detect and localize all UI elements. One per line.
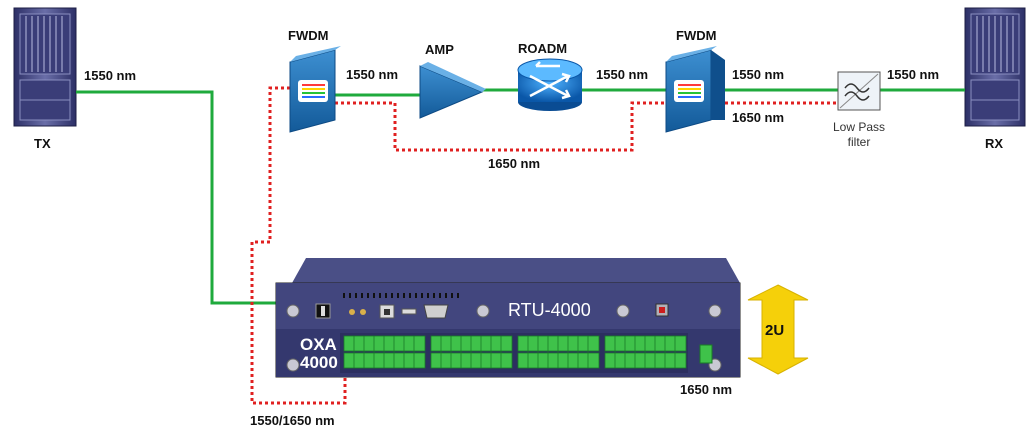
label-fwdm-left-1550: 1550 nm [346, 67, 399, 82]
label-rtu-1650: 1650 nm [680, 382, 733, 397]
label-combined-1550-1650: 1550/1650 nm [250, 413, 335, 428]
label-oxa-line2: 4000 [300, 353, 338, 372]
label-fwdm-left: FWDM [288, 28, 329, 43]
low-pass-filter-icon [837, 71, 881, 111]
label-tx: TX [34, 136, 51, 151]
label-oxa-line1: OXA [300, 335, 337, 354]
label-rx: RX [985, 136, 1004, 151]
label-fwdm-right-1550: 1550 nm [732, 67, 785, 82]
label-roadm: ROADM [518, 41, 568, 56]
label-rx-1550: 1550 nm [887, 67, 940, 82]
amplifier-icon [419, 62, 486, 119]
roadm-icon [517, 58, 583, 111]
label-lpf-line2: filter [847, 135, 871, 149]
label-amp: AMP [425, 42, 454, 57]
label-tx-1550: 1550 nm [84, 68, 137, 83]
label-rtu-4000: RTU-4000 [508, 300, 591, 320]
tx-rack-icon [13, 7, 77, 127]
fwdm-left-icon [289, 46, 341, 133]
label-2u: 2U [765, 322, 785, 339]
label-fwdm-right-1650: 1650 nm [732, 110, 785, 125]
fwdm-right-icon [665, 46, 725, 133]
label-oxa-4000: OXA 4000 [300, 336, 338, 372]
rx-rack-icon [964, 7, 1026, 127]
label-low-pass-filter: Low Pass filter [826, 120, 892, 150]
height-arrow-icon [747, 284, 809, 375]
label-loop-1650: 1650 nm [488, 156, 541, 171]
rtu-oxa-chassis [275, 258, 741, 378]
label-fwdm-right: FWDM [676, 28, 717, 43]
label-lpf-line1: Low Pass [832, 120, 886, 134]
label-roadm-1550: 1550 nm [596, 67, 649, 82]
